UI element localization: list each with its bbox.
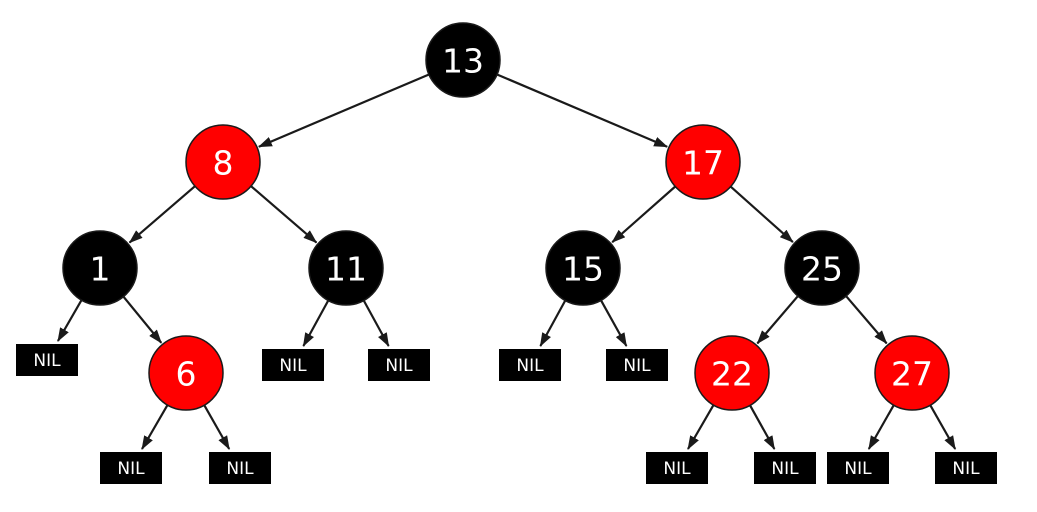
nil-leaf-box (16, 344, 78, 376)
edge-n22-to-nil-22b (749, 404, 776, 450)
nil-leaf-label: NIL (771, 459, 799, 479)
nil-leaf-label: NIL (385, 356, 413, 376)
nil-leaf-label: NIL (33, 351, 61, 371)
edge-n27-to-nil-27b (929, 404, 957, 450)
tree-node-22: 22 (694, 335, 770, 411)
edge-n13-to-n8 (257, 73, 430, 148)
nil-leaf-label: NIL (279, 356, 307, 376)
nil-leaf: NIL (754, 452, 816, 484)
node-label: 1 (90, 250, 111, 289)
nil-leaf: NIL (262, 349, 324, 381)
nil-leaf-box (935, 452, 997, 484)
nil-leaf: NIL (368, 349, 430, 381)
tree-node-11: 11 (308, 230, 384, 306)
tree-node-13: 13 (425, 22, 501, 98)
nil-leaf-box (262, 349, 324, 381)
node-label: 13 (442, 42, 484, 81)
node-label: 17 (682, 144, 724, 183)
edge-n11-to-nil-11b (362, 299, 390, 347)
black-node-circle (62, 230, 138, 306)
black-node-circle (784, 230, 860, 306)
edge-n27-to-nil-27a (867, 404, 895, 450)
tree-node-1: 1 (62, 230, 138, 306)
nil-leaf: NIL (499, 349, 561, 381)
node-label: 22 (711, 355, 753, 394)
nil-leaf: NIL (646, 452, 708, 484)
node-label: 11 (325, 250, 367, 289)
node-label: 25 (801, 250, 843, 289)
node-label: 27 (891, 355, 933, 394)
nil-leaf-box (606, 349, 668, 381)
red-node-circle (665, 124, 741, 200)
nil-leaf-label: NIL (844, 459, 872, 479)
nil-leaf-box (646, 452, 708, 484)
nil-leaf-box (827, 452, 889, 484)
nil-leaf-box (368, 349, 430, 381)
black-node-circle (545, 230, 621, 306)
nil-leaf-label: NIL (226, 459, 254, 479)
nil-leaf: NIL (209, 452, 271, 484)
nil-leaf-label: NIL (663, 459, 691, 479)
edge-n6-to-nil-6b (203, 404, 231, 450)
nil-leaf-label: NIL (623, 356, 651, 376)
nil-leaf: NIL (100, 452, 162, 484)
red-node-circle (148, 335, 224, 411)
edge-n1-to-nil-1 (56, 299, 83, 342)
edge-n17-to-n25 (729, 185, 794, 243)
edge-n25-to-n22 (756, 295, 799, 345)
edge-n1-to-n6 (122, 295, 163, 344)
edge-n8-to-n11 (250, 185, 318, 244)
nil-leaf-box (754, 452, 816, 484)
tree-node-15: 15 (545, 230, 621, 306)
nil-leaf: NIL (16, 344, 78, 376)
node-label: 6 (176, 355, 197, 394)
nil-leaf-label: NIL (516, 356, 544, 376)
nil-leaf: NIL (827, 452, 889, 484)
black-node-circle (425, 22, 501, 98)
tree-node-25: 25 (784, 230, 860, 306)
edge-n8-to-n1 (128, 185, 196, 244)
edge-n22-to-nil-22a (687, 404, 715, 450)
red-node-circle (874, 335, 950, 411)
edge-n6-to-nil-6a (141, 404, 169, 450)
edge-n25-to-n27 (845, 295, 888, 345)
tree-node-27: 27 (874, 335, 950, 411)
nil-leaf: NIL (935, 452, 997, 484)
edge-n17-to-n15 (611, 185, 676, 244)
node-label: 15 (562, 250, 604, 289)
tree-node-8: 8 (185, 124, 261, 200)
nil-leaf-label: NIL (952, 459, 980, 479)
nil-leaf-box (209, 452, 271, 484)
edge-n15-to-nil-15b (600, 299, 628, 347)
red-node-circle (694, 335, 770, 411)
node-label: 8 (213, 144, 234, 183)
edges-layer (56, 73, 957, 450)
tree-node-6: 6 (148, 335, 224, 411)
tree-node-17: 17 (665, 124, 741, 200)
nil-leaf-box (499, 349, 561, 381)
edge-n15-to-nil-15a (539, 299, 567, 347)
nil-leaf-label: NIL (117, 459, 145, 479)
black-node-circle (308, 230, 384, 306)
nil-leaf: NIL (606, 349, 668, 381)
edge-n13-to-n17 (496, 73, 669, 148)
nil-leaf-box (100, 452, 162, 484)
edge-n11-to-nil-11a (302, 299, 330, 347)
red-node-circle (185, 124, 261, 200)
